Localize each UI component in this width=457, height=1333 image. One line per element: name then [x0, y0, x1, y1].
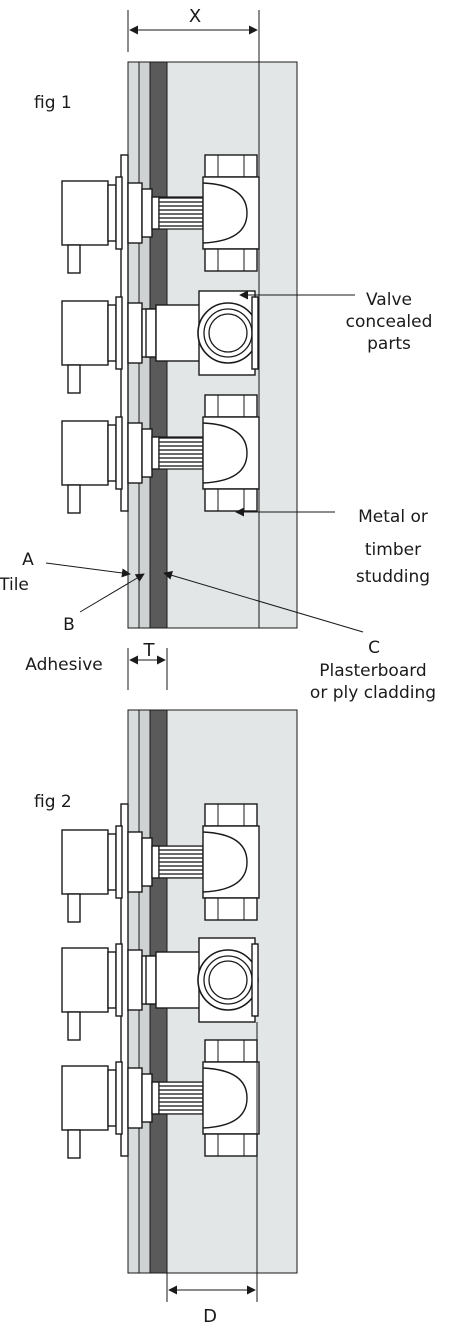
- fig1-title: fig 1: [34, 93, 72, 113]
- label-c-name-line1: Plasterboard: [319, 661, 426, 681]
- label-c: C: [368, 638, 380, 658]
- threaded-spindle: [158, 196, 204, 230]
- upper-nut: [204, 803, 258, 827]
- handle-collar: [107, 833, 117, 891]
- lower-nut: [204, 488, 258, 512]
- lever-stub: [67, 484, 81, 514]
- handle-rosette: [115, 943, 123, 1017]
- stud-label-line3: studding: [356, 567, 430, 587]
- dimension-d-label: D: [203, 1306, 217, 1327]
- control-handle: [61, 180, 109, 246]
- callout-c-plasterboard: C Plasterboard or ply cladding: [163, 570, 436, 703]
- outlet-ring-inner: [208, 313, 248, 353]
- handle-rosette: [115, 296, 123, 370]
- upper-nut: [204, 394, 258, 418]
- lever-stub: [67, 1011, 81, 1041]
- tee-body: [202, 416, 260, 490]
- label-a: A: [22, 550, 34, 570]
- callout-a-tile: A Tile: [0, 550, 131, 595]
- dimension-t: T: [127, 640, 168, 690]
- housing-lip: [251, 296, 259, 370]
- valve-label-line1: Valve: [366, 290, 412, 310]
- housing-lip: [251, 943, 259, 1017]
- lower-nut: [204, 248, 258, 272]
- handle-collar: [107, 304, 117, 362]
- tee-curve: [202, 182, 248, 244]
- mounting-flange: [141, 1073, 153, 1123]
- dimension-x-label: X: [189, 6, 201, 27]
- outlet-ring-inner: [208, 960, 248, 1000]
- escutcheon: [127, 302, 143, 364]
- control-handle: [61, 1065, 109, 1131]
- centre-stem-nut: [145, 308, 157, 358]
- label-b: B: [63, 615, 75, 635]
- handle-rosette: [115, 825, 123, 899]
- lever-stub: [67, 364, 81, 394]
- callout-b-adhesive: B Adhesive: [25, 573, 145, 675]
- escutcheon: [127, 422, 143, 484]
- spindle-nut: [151, 196, 160, 230]
- label-b-name: Adhesive: [25, 655, 102, 675]
- handle-rosette: [115, 176, 123, 250]
- stud-label-line2: timber: [365, 540, 421, 560]
- escutcheon: [127, 949, 143, 1011]
- valve-label-line3: parts: [367, 334, 411, 354]
- handle-collar: [107, 184, 117, 242]
- lever-stub: [67, 1129, 81, 1159]
- handle-rosette: [115, 416, 123, 490]
- tee-body: [202, 1061, 260, 1135]
- spindle-nut: [151, 1081, 160, 1115]
- centre-stem-nut: [145, 955, 157, 1005]
- handle-collar: [107, 1069, 117, 1127]
- handle-collar: [107, 424, 117, 482]
- dimension-d: D: [166, 1022, 258, 1327]
- control-handle: [61, 300, 109, 366]
- label-a-name: Tile: [0, 575, 29, 595]
- valve-label-line2: concealed: [346, 312, 433, 332]
- tee-body: [202, 825, 260, 899]
- label-c-name-line2: or ply cladding: [310, 683, 436, 703]
- upper-nut: [204, 154, 258, 178]
- fig2-valve-assembly: [61, 803, 260, 1159]
- upper-nut: [204, 1039, 258, 1063]
- lever-stub: [67, 893, 81, 923]
- callout-studding: Metal or timber studding: [235, 507, 430, 587]
- dimension-x: X: [127, 6, 260, 628]
- control-handle: [61, 829, 109, 895]
- escutcheon: [127, 182, 143, 244]
- mounting-flange: [141, 428, 153, 478]
- spindle-nut: [151, 845, 160, 879]
- escutcheon: [127, 831, 143, 893]
- lever-stub: [67, 244, 81, 274]
- escutcheon: [127, 1067, 143, 1129]
- tee-curve: [202, 831, 248, 893]
- fig1-valve-assembly: [61, 154, 260, 514]
- tee-curve: [202, 1067, 248, 1129]
- dimension-t-label: T: [143, 640, 156, 661]
- control-handle: [61, 947, 109, 1013]
- spindle-nut: [151, 436, 160, 470]
- handle-collar: [107, 951, 117, 1009]
- threaded-spindle: [158, 1081, 204, 1115]
- fig2-title: fig 2: [34, 792, 72, 812]
- callout-valve: Valve concealed parts: [239, 290, 433, 354]
- threaded-spindle: [158, 436, 204, 470]
- tee-curve: [202, 422, 248, 484]
- stud-label-line1: Metal or: [358, 507, 428, 527]
- tee-body: [202, 176, 260, 250]
- lower-nut: [204, 1133, 258, 1157]
- control-handle: [61, 420, 109, 486]
- threaded-spindle: [158, 845, 204, 879]
- mounting-flange: [141, 188, 153, 238]
- mounting-flange: [141, 837, 153, 887]
- handle-rosette: [115, 1061, 123, 1135]
- lower-nut: [204, 897, 258, 921]
